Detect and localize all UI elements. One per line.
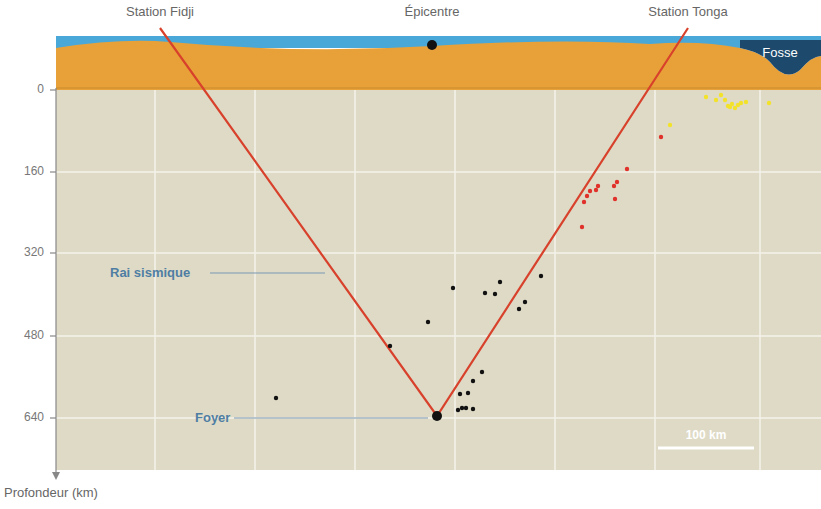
earthquake-dot xyxy=(458,392,462,396)
crust xyxy=(56,41,821,90)
axis-arrow xyxy=(52,472,60,480)
earthquake-dot xyxy=(728,105,732,109)
earthquake-dot xyxy=(483,291,487,295)
earthquake-dot xyxy=(582,200,586,204)
depth-axis xyxy=(50,88,56,474)
earthquake-dot xyxy=(596,184,600,188)
earthquake-dot xyxy=(585,194,589,198)
earthquake-dot xyxy=(613,197,617,201)
earthquake-dot xyxy=(274,396,278,400)
earthquake-dot xyxy=(723,98,727,102)
earthquake-dot xyxy=(471,379,475,383)
earthquake-dot xyxy=(739,101,743,105)
earthquake-dot xyxy=(498,280,502,284)
depth-tick-label: 0 xyxy=(37,83,44,96)
earthquake-dot xyxy=(719,93,723,97)
earthquake-dot xyxy=(466,391,470,395)
earthquake-dot xyxy=(464,406,468,410)
earthquake-dot xyxy=(471,407,475,411)
earthquake-dot xyxy=(659,135,663,139)
earthquake-dots xyxy=(274,93,771,412)
depth-tick-label: 640 xyxy=(24,411,44,424)
focus-dot xyxy=(432,411,442,421)
earthquake-dot xyxy=(523,300,527,304)
epicentre-dot xyxy=(427,40,437,50)
grid xyxy=(56,90,821,470)
scale-label: 100 km xyxy=(686,429,727,442)
earthquake-dot xyxy=(451,286,455,290)
earthquake-dot xyxy=(580,225,584,229)
callout-label: Rai sismique xyxy=(110,266,190,280)
seismic-ray xyxy=(160,28,688,416)
earthquake-dot xyxy=(625,167,629,171)
earthquake-dot xyxy=(615,180,619,184)
epicentre-label: Épicentre xyxy=(405,5,460,19)
station-label: Station Fidji xyxy=(126,5,194,19)
earthquake-dot xyxy=(460,406,464,410)
leader-line xyxy=(234,418,428,419)
earthquake-dot xyxy=(426,320,430,324)
trench xyxy=(740,40,821,75)
depth-tick-label: 160 xyxy=(24,165,44,178)
earthquake-dot xyxy=(388,344,392,348)
earthquake-dot xyxy=(733,106,737,110)
earthquake-dot xyxy=(744,100,748,104)
depth-tick-label: 480 xyxy=(24,329,44,342)
scale-bar xyxy=(658,447,754,450)
earthquake-dot xyxy=(704,95,708,99)
trench-label: Fosse xyxy=(762,46,797,60)
earthquake-dot xyxy=(767,101,771,105)
scale-box xyxy=(656,424,756,450)
depth-tick-label: 320 xyxy=(24,246,44,259)
earthquake-dot xyxy=(714,98,718,102)
mantle-ground xyxy=(56,88,821,470)
earthquake-dot xyxy=(539,274,543,278)
axis-title: Profondeur (km) xyxy=(4,486,98,500)
surface-line xyxy=(56,88,821,89)
earthquake-dot xyxy=(493,292,497,296)
earthquake-dot xyxy=(612,184,616,188)
callout-label: Foyer xyxy=(195,411,230,425)
earthquake-dot xyxy=(588,189,592,193)
station-label: Station Tonga xyxy=(648,5,727,19)
earthquake-dot xyxy=(594,188,598,192)
leader-line xyxy=(210,273,325,274)
earthquake-dot xyxy=(456,408,460,412)
earthquake-dot xyxy=(668,123,672,127)
earthquake-dot xyxy=(480,370,484,374)
earthquake-dot xyxy=(517,307,521,311)
